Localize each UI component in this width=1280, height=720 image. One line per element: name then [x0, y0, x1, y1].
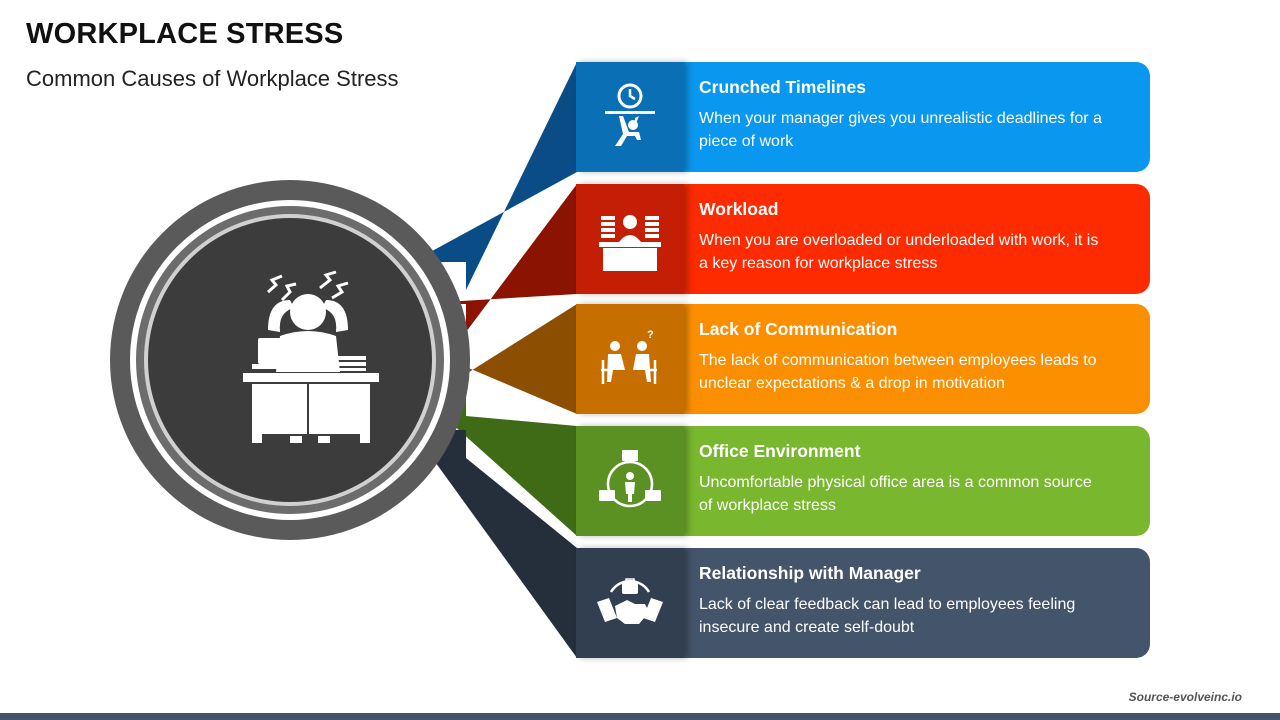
cause-heading: Crunched Timelines: [699, 77, 866, 97]
cause-description: When your manager gives you unrealistic …: [699, 110, 1102, 150]
two-people-talking-icon: ?: [601, 329, 657, 384]
cause-description: The lack of communication between employ…: [699, 352, 1097, 392]
cause-card-workload: Workload When you are overloaded or unde…: [576, 184, 1150, 294]
cause-card-office-environment: Office Environment Uncomfortable physica…: [576, 426, 1150, 536]
connector-5: [412, 430, 577, 658]
cause-heading: Office Environment: [699, 441, 861, 461]
page-subtitle: Common Causes of Workplace Stress: [26, 66, 399, 91]
cause-card-relationship-with-manager: Relationship with Manager Lack of clear …: [576, 548, 1150, 658]
cause-card-icon-box: [576, 548, 684, 658]
cause-heading: Workload: [699, 199, 779, 219]
cause-description: Lack of clear feedback can lead to emplo…: [699, 596, 1076, 636]
cause-card-icon-box: [576, 426, 684, 536]
connector-3: [412, 304, 577, 414]
stressed-person-at-desk-icon: [243, 270, 379, 443]
cause-card-icon-box: [576, 62, 684, 172]
office-cycle-icon: [599, 450, 661, 508]
handshake-icon: [597, 578, 663, 624]
bottom-bar: [0, 713, 1280, 720]
connector-2: [412, 184, 577, 332]
paperwork-desk-icon: [599, 215, 661, 271]
connector-1: [412, 62, 577, 290]
cause-description: Uncomfortable physical office area is a …: [699, 474, 1092, 514]
page-title: WORKPLACE STRESS: [26, 18, 344, 50]
source-credit: Source-evolveinc.io: [1128, 690, 1242, 704]
cause-description: When you are overloaded or underloaded w…: [699, 232, 1099, 272]
cause-card-icon-box: ?: [576, 304, 684, 414]
cause-card-icon-box: [576, 184, 684, 294]
svg-text:?: ?: [647, 329, 654, 341]
cause-heading: Relationship with Manager: [699, 563, 921, 583]
cause-card-lack-of-communication: ? Lack of Communication The lack of comm…: [576, 304, 1150, 414]
cause-card-crunched-timelines: Crunched Timelines When your manager giv…: [576, 62, 1150, 172]
clock-pressure-icon: [605, 83, 655, 146]
cause-heading: Lack of Communication: [699, 319, 898, 339]
